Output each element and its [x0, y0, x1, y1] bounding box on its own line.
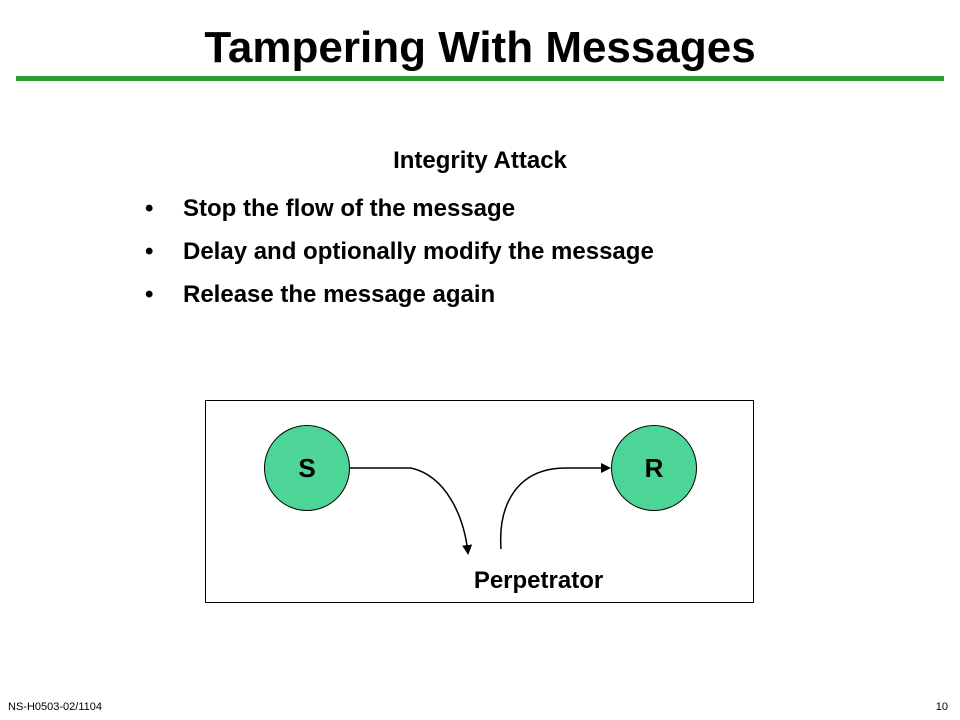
slide-subtitle: Integrity Attack	[393, 147, 567, 174]
bullet-text: Release the message again	[183, 281, 496, 308]
sender-label: S	[298, 452, 316, 483]
title-rule	[16, 76, 944, 81]
bullet-item: • Release the message again	[145, 279, 654, 322]
bullet-text: Stop the flow of the message	[183, 195, 516, 222]
bullet-item: • Delay and optionally modify the messag…	[145, 236, 654, 279]
bullet-icon: •	[145, 238, 154, 265]
bullet-icon: •	[145, 195, 154, 222]
sender-node: S	[264, 425, 350, 511]
perpetrator-label: Perpetrator	[473, 567, 604, 594]
interception-diagram: S R Perpetrator	[205, 400, 754, 603]
slide-title: Tampering With Messages	[204, 23, 756, 72]
footer-page-number: 10	[935, 701, 948, 713]
bullet-icon: •	[145, 281, 154, 308]
bullet-text: Delay and optionally modify the message	[183, 238, 654, 265]
receiver-label: R	[644, 452, 664, 483]
diagram-arrows	[350, 463, 611, 555]
arrow-perpetrator-to-receiver	[499, 463, 611, 550]
bullet-list: • Stop the flow of the message • Delay a…	[145, 193, 654, 322]
footer-doc-id: NS-H0503-02/1104	[8, 701, 102, 713]
bullet-item: • Stop the flow of the message	[145, 193, 654, 236]
receiver-node: R	[611, 425, 697, 511]
arrow-sender-to-perpetrator	[350, 467, 473, 555]
